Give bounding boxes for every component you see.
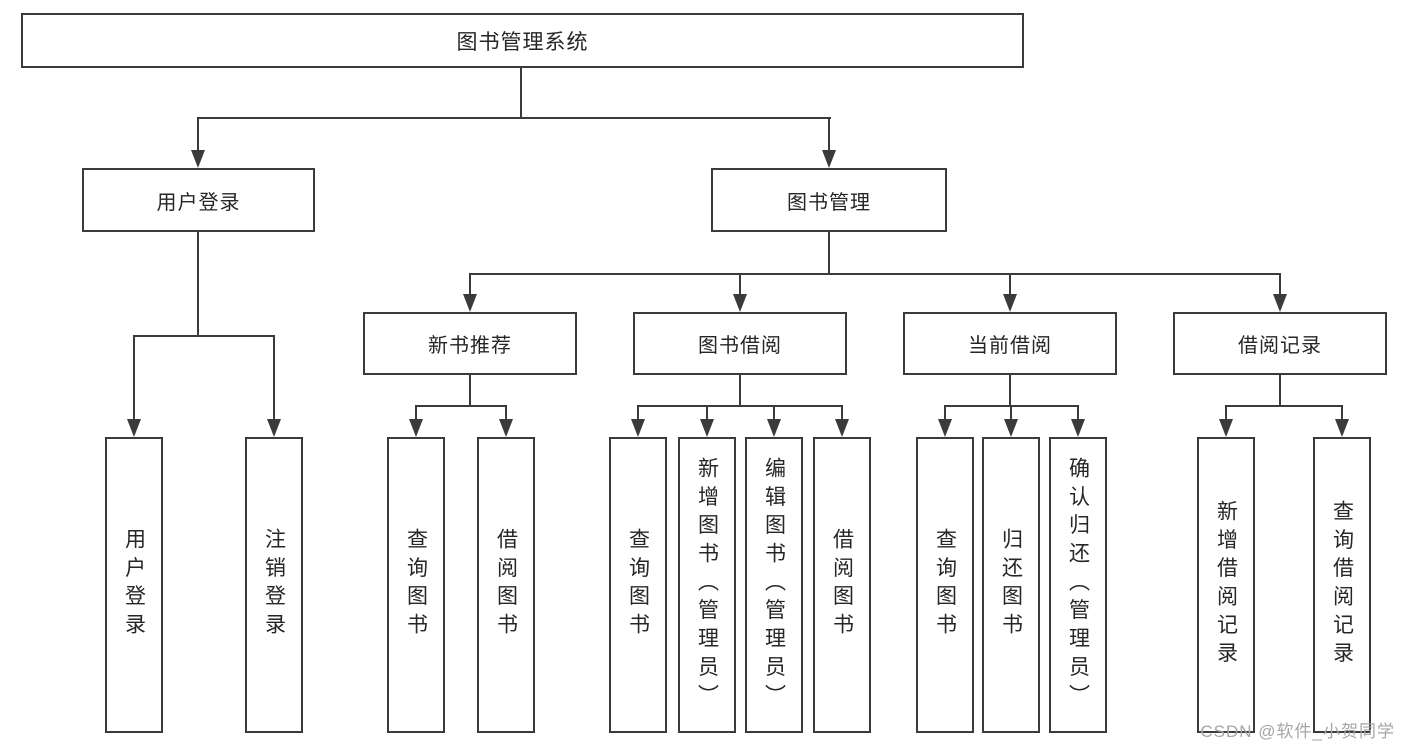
arrow-down-icon	[409, 419, 423, 437]
node-book-management: 图书管理	[711, 168, 947, 232]
connector-line	[1009, 273, 1011, 296]
arrow-down-icon	[1004, 419, 1018, 437]
arrow-down-icon	[267, 419, 281, 437]
connector-line	[415, 405, 417, 421]
leaf-edit-books-admin: 编辑图书（管理员）	[745, 437, 803, 733]
arrow-down-icon	[1335, 419, 1349, 437]
node-user-login: 用户登录	[82, 168, 315, 232]
connector-line	[505, 405, 507, 421]
arrow-down-icon	[938, 419, 952, 437]
leaf-query-books-current: 查询图书	[916, 437, 974, 733]
connector-line	[706, 405, 708, 421]
connector-line	[1077, 405, 1079, 421]
connector-line	[1010, 405, 1012, 421]
connector-line	[637, 405, 639, 421]
arrow-down-icon	[822, 150, 836, 168]
connector-line	[773, 405, 775, 421]
arrow-down-icon	[700, 419, 714, 437]
connector-line	[273, 335, 275, 421]
connector-line	[1225, 405, 1227, 421]
connector-line	[197, 117, 199, 152]
leaf-query-books-borrow: 查询图书	[609, 437, 667, 733]
arrow-down-icon	[499, 419, 513, 437]
arrow-down-icon	[1273, 294, 1287, 312]
leaf-logout: 注销登录	[245, 437, 303, 733]
arrow-down-icon	[463, 294, 477, 312]
connector-line	[841, 405, 843, 421]
connector-line	[520, 68, 522, 118]
node-new-book-recommend: 新书推荐	[363, 312, 577, 375]
leaf-borrow-books: 借阅图书	[813, 437, 871, 733]
leaf-add-books-admin: 新增图书（管理员）	[678, 437, 736, 733]
connector-line	[828, 232, 830, 275]
connector-line	[197, 117, 831, 119]
arrow-down-icon	[1003, 294, 1017, 312]
arrow-down-icon	[767, 419, 781, 437]
leaf-borrow-books-recommend: 借阅图书	[477, 437, 535, 733]
connector-line	[828, 117, 830, 152]
arrow-down-icon	[1219, 419, 1233, 437]
leaf-query-borrow-record: 查询借阅记录	[1313, 437, 1371, 733]
connector-line	[739, 273, 741, 296]
arrow-down-icon	[191, 150, 205, 168]
leaf-user-login: 用户登录	[105, 437, 163, 733]
arrow-down-icon	[835, 419, 849, 437]
arrow-down-icon	[733, 294, 747, 312]
connector-line	[469, 273, 471, 296]
connector-line	[1279, 273, 1281, 296]
connector-line	[133, 335, 135, 421]
leaf-add-borrow-record: 新增借阅记录	[1197, 437, 1255, 733]
connector-line	[637, 405, 843, 407]
leaf-confirm-return-admin: 确认归还（管理员）	[1049, 437, 1107, 733]
node-current-borrow: 当前借阅	[903, 312, 1117, 375]
connector-line	[469, 375, 471, 406]
arrow-down-icon	[631, 419, 645, 437]
connector-line	[133, 335, 275, 337]
arrow-down-icon	[1071, 419, 1085, 437]
connector-line	[1009, 375, 1011, 406]
connector-line	[197, 232, 199, 336]
connector-line	[739, 375, 741, 406]
leaf-query-books-recommend: 查询图书	[387, 437, 445, 733]
connector-line	[1279, 375, 1281, 406]
connector-line	[469, 273, 1281, 275]
connector-line	[415, 405, 507, 407]
watermark-text: CSDN @软件_小贺同学	[1200, 722, 1395, 741]
node-borrow-records: 借阅记录	[1173, 312, 1387, 375]
connector-line	[1341, 405, 1343, 421]
node-book-borrow: 图书借阅	[633, 312, 847, 375]
node-root: 图书管理系统	[21, 13, 1024, 68]
arrow-down-icon	[127, 419, 141, 437]
connector-line	[1225, 405, 1343, 407]
connector-line	[944, 405, 946, 421]
leaf-return-books: 归还图书	[982, 437, 1040, 733]
